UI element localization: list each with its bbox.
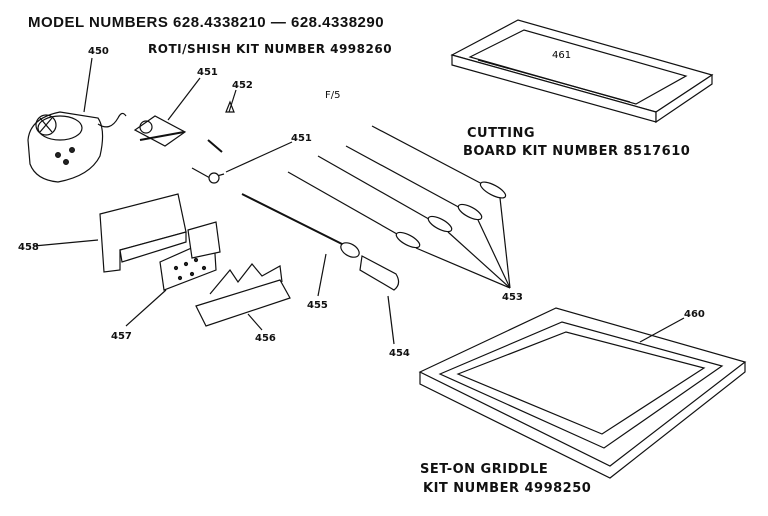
page-mark: F/5 [325, 90, 341, 101]
skewer-rack [195, 263, 291, 331]
cutting-board-stamp: 461 [552, 50, 571, 61]
callout-451-clip: 451 [197, 67, 218, 78]
spit-support [125, 221, 221, 327]
cutting-board-kit-label-line1: CUTTING [467, 126, 536, 141]
rotisserie-motor [27, 57, 127, 183]
model-numbers-title: MODEL NUMBERS 628.4338210 — 628.4338290 [28, 14, 385, 31]
spit-clip-assembly [133, 77, 293, 184]
callout-452: 452 [232, 80, 253, 91]
callout-457: 457 [111, 331, 132, 342]
callout-455: 455 [307, 300, 328, 311]
callout-453: 453 [502, 292, 523, 303]
shish-skewers [287, 125, 511, 289]
cutting-board-kit-label-line2: BOARD KIT NUMBER 8517610 [463, 144, 691, 159]
callout-460: 460 [684, 309, 705, 320]
griddle-kit-label-line2: KIT NUMBER 4998250 [423, 481, 592, 496]
callout-458: 458 [18, 242, 39, 253]
cutting-board: 461 [450, 19, 714, 124]
griddle-kit-label-line1: SET-ON GRIDDLE [420, 462, 549, 477]
spit-rod [241, 193, 400, 345]
callout-450: 450 [88, 46, 109, 57]
motor-bracket [33, 193, 187, 273]
roti-shish-kit-label: ROTI/SHISH KIT NUMBER 4998260 [148, 42, 393, 56]
griddle [418, 307, 747, 479]
callout-454: 454 [389, 348, 410, 359]
callout-451-bracket: 451 [291, 133, 312, 144]
callout-456: 456 [255, 333, 276, 344]
